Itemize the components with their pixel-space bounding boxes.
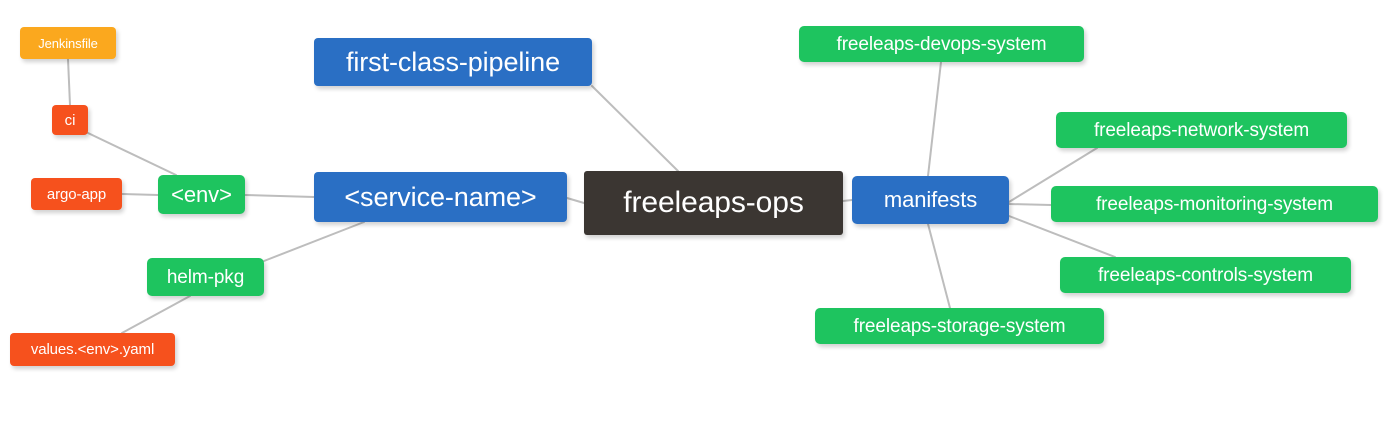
node-first-class-pipeline[interactable]: first-class-pipeline	[314, 38, 592, 86]
node-freeleaps-network-system[interactable]: freeleaps-network-system	[1056, 112, 1347, 148]
node-label: freeleaps-monitoring-system	[1096, 193, 1333, 215]
node-label: <env>	[171, 181, 232, 207]
node-env[interactable]: <env>	[158, 175, 245, 214]
node-freeleaps-controls-system[interactable]: freeleaps-controls-system	[1060, 257, 1351, 293]
node-freeleaps-monitoring-system[interactable]: freeleaps-monitoring-system	[1051, 186, 1378, 222]
edge-env-ci	[87, 132, 177, 176]
node-service-name[interactable]: <service-name>	[314, 172, 567, 222]
node-label: ci	[64, 111, 76, 129]
node-freeleaps-devops-system[interactable]: freeleaps-devops-system	[799, 26, 1084, 62]
node-freeleaps-storage-system[interactable]: freeleaps-storage-system	[815, 308, 1104, 344]
node-helm-pkg[interactable]: helm-pkg	[147, 258, 264, 296]
node-label: helm-pkg	[166, 266, 245, 288]
node-label: Jenkinsfile	[38, 35, 98, 51]
node-label: <service-name>	[344, 181, 537, 212]
node-label: manifests	[883, 187, 978, 212]
edge-root-manifests	[842, 199, 853, 202]
node-label: freeleaps-devops-system	[836, 33, 1047, 55]
node-freeleaps-ops[interactable]: freeleaps-ops	[584, 171, 843, 235]
edge-ci-jenkinsfile	[67, 58, 71, 106]
edge-manifests-devops-system	[927, 61, 942, 177]
node-ci[interactable]: ci	[52, 105, 88, 135]
edge-env-argo-app	[121, 193, 159, 196]
edge-root-service-name	[566, 197, 585, 204]
node-label: freeleaps-controls-system	[1097, 264, 1314, 286]
edge-manifests-storage-system	[927, 223, 951, 309]
node-manifests[interactable]: manifests	[852, 176, 1009, 224]
node-argo-app[interactable]: argo-app	[31, 178, 122, 210]
node-label: first-class-pipeline	[345, 46, 561, 77]
edge-manifests-monitoring-system	[1008, 203, 1052, 206]
edge-service-name-helm-pkg	[263, 221, 365, 262]
edge-helm-pkg-values-yaml	[121, 295, 191, 334]
node-values-yaml[interactable]: values.<env>.yaml	[10, 333, 175, 366]
node-label: freeleaps-storage-system	[853, 315, 1066, 337]
edge-root-first-class-pipeline	[591, 85, 679, 172]
edge-service-name-env	[244, 194, 315, 198]
node-label: freeleaps-ops	[623, 186, 804, 219]
node-label: argo-app	[46, 185, 107, 203]
node-label: freeleaps-network-system	[1093, 119, 1310, 141]
node-label: values.<env>.yaml	[30, 341, 155, 358]
node-jenkinsfile[interactable]: Jenkinsfile	[20, 27, 116, 59]
edge-manifests-controls-system	[1008, 215, 1116, 258]
